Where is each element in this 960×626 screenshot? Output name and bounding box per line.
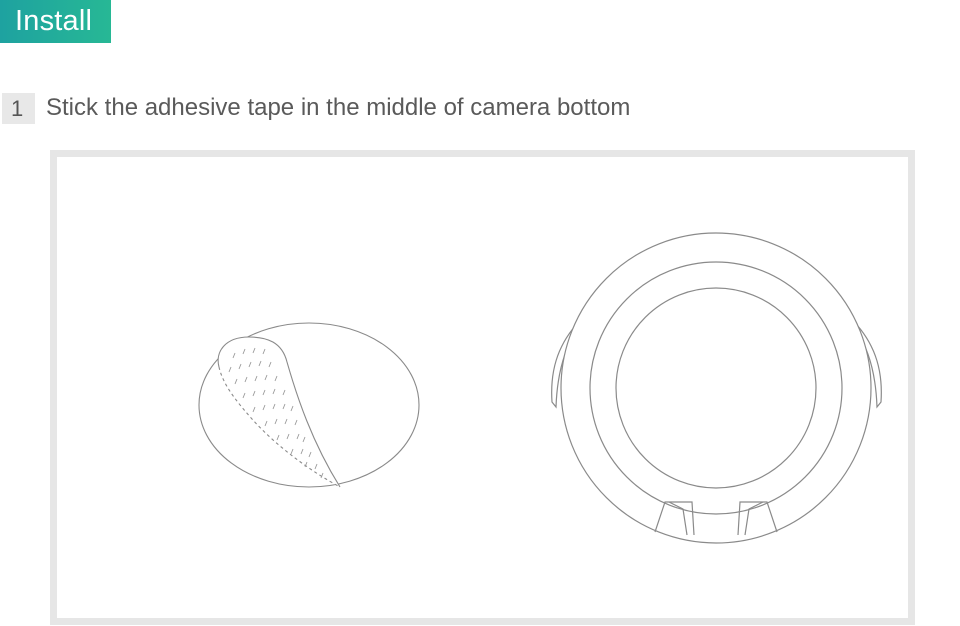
illustration-canvas — [198, 232, 882, 544]
step-text: Stick the adhesive tape in the middle of… — [46, 94, 631, 121]
illustration-frame — [50, 150, 915, 625]
adhesive-tape-icon — [198, 322, 420, 488]
step-instruction: 1 Stick the adhesive tape in the middle … — [2, 92, 630, 124]
camera-bottom-icon — [551, 232, 882, 544]
section-title: Install — [0, 0, 111, 43]
step-number-badge: 1 — [2, 92, 35, 124]
